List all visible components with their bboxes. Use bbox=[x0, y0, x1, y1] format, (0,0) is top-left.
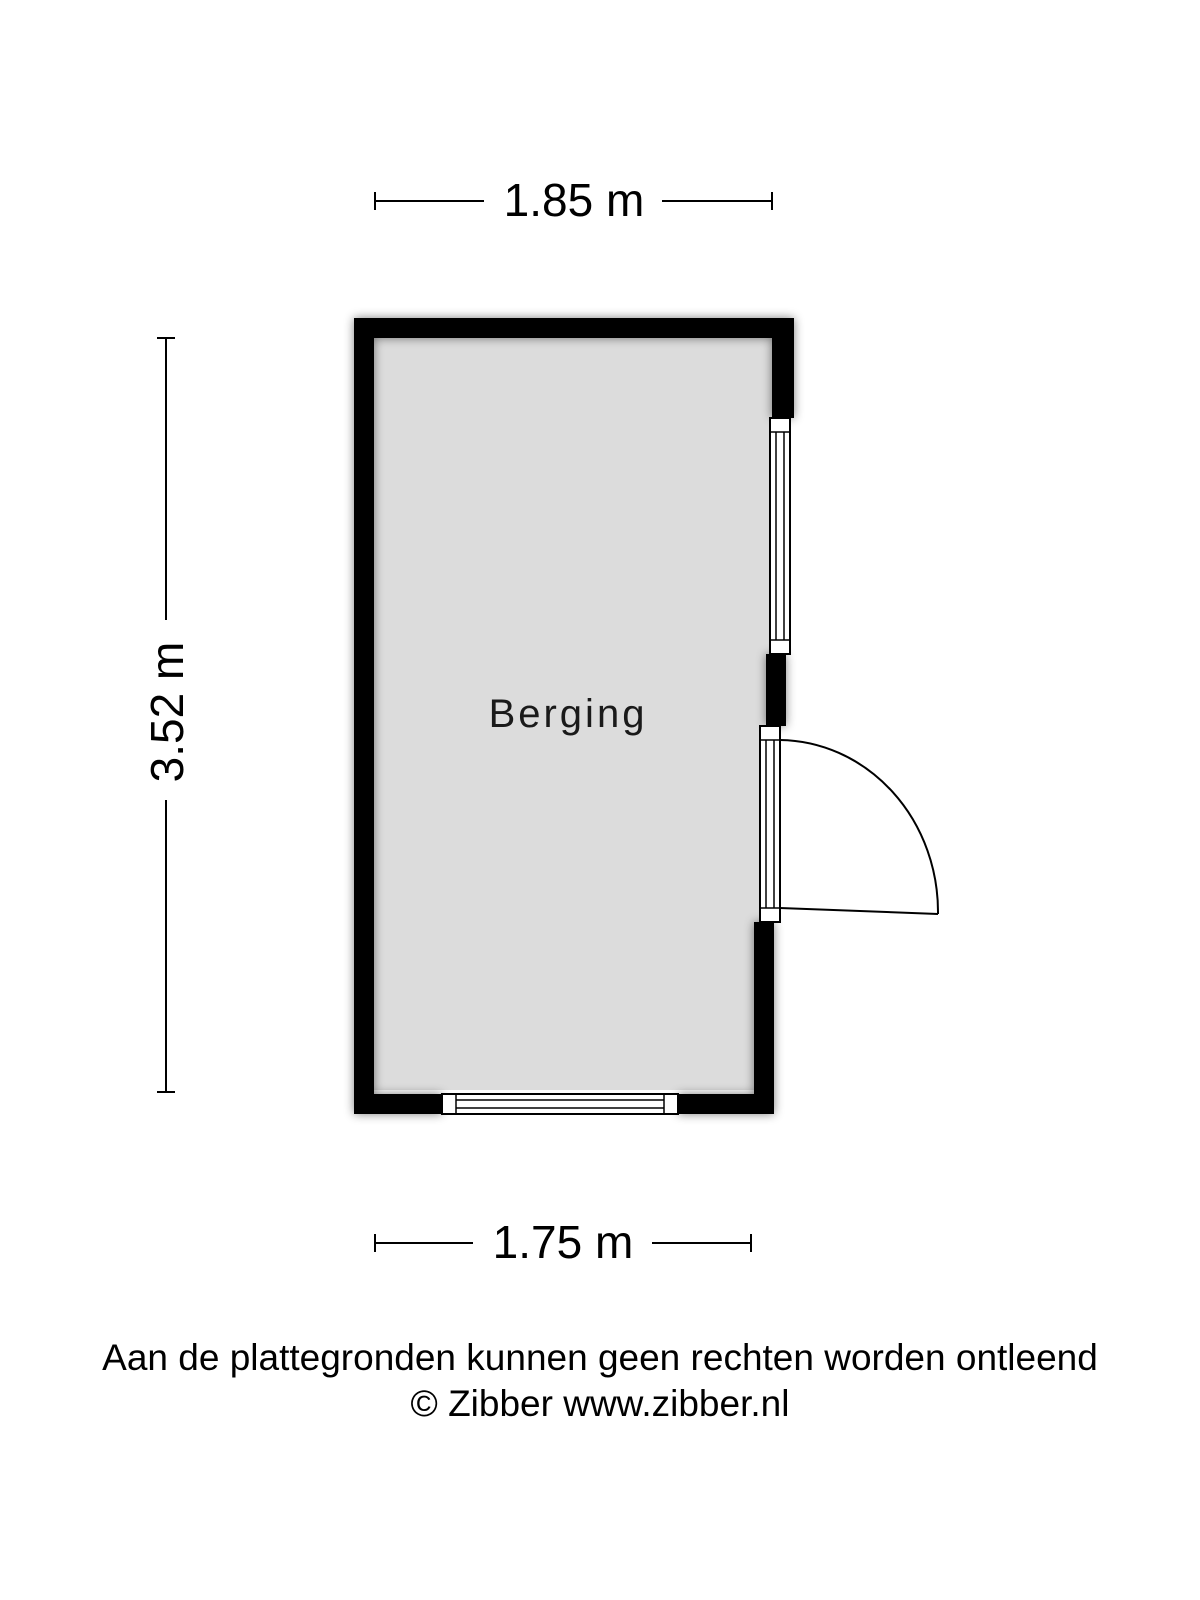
copyright-text: © Zibber www.zibber.nl bbox=[410, 1383, 790, 1424]
room-berging: Berging bbox=[354, 318, 940, 1115]
wall-right-bottom bbox=[754, 922, 774, 1114]
wall-right-middle bbox=[766, 654, 786, 726]
room-label: Berging bbox=[489, 692, 648, 736]
dimension-left: 3.52 m bbox=[141, 337, 193, 1093]
disclaimer-text: Aan de plattegronden kunnen geen rechten… bbox=[102, 1337, 1098, 1378]
dimension-left-label: 3.52 m bbox=[141, 642, 193, 783]
window-right bbox=[769, 417, 791, 655]
window-bottom bbox=[441, 1093, 679, 1115]
door-right bbox=[759, 725, 940, 923]
wall-bottom-left bbox=[354, 1094, 442, 1114]
dimension-top-label: 1.85 m bbox=[504, 174, 645, 226]
wall-bottom-right bbox=[678, 1094, 774, 1114]
wall-left bbox=[354, 318, 374, 1114]
walls bbox=[354, 318, 794, 1114]
dimension-bottom-label: 1.75 m bbox=[493, 1216, 634, 1268]
room-floor bbox=[364, 334, 774, 1090]
wall-right-top bbox=[772, 318, 794, 418]
dimension-top: 1.85 m bbox=[374, 174, 773, 226]
door-swing-arc bbox=[779, 739, 940, 915]
dimension-bottom: 1.75 m bbox=[374, 1216, 752, 1268]
wall-top bbox=[354, 318, 794, 338]
door-leaf bbox=[779, 907, 939, 915]
